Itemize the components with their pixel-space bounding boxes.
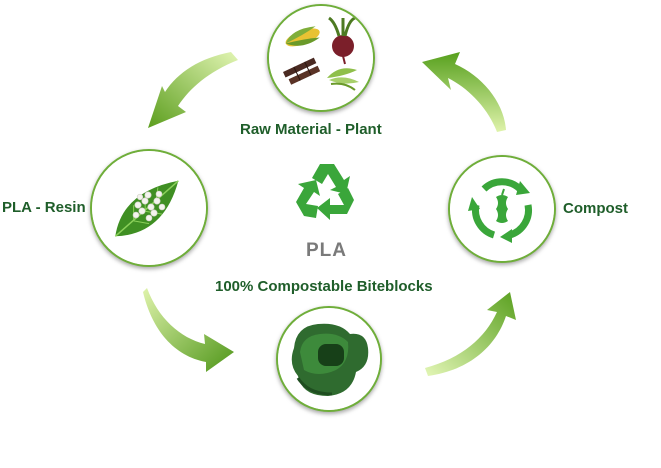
compost-label: Compost <box>563 200 628 217</box>
pla-logo-text: PLA <box>306 240 347 261</box>
pla-resin-node <box>90 149 208 267</box>
arrow-bottom-left <box>143 288 234 372</box>
arrow-top-right <box>422 52 506 132</box>
pla-resin-label: PLA - Resin <box>2 199 86 216</box>
arrow-top-left <box>148 52 238 128</box>
biteblock-label: 100% Compostable Biteblocks <box>215 278 433 295</box>
raw-material-node <box>267 4 375 112</box>
raw-material-label: Raw Material - Plant <box>240 121 382 138</box>
compost-recycle-icon <box>450 157 554 261</box>
biteblock-node <box>276 306 382 412</box>
compost-node <box>448 155 556 263</box>
biteblock-icon <box>278 308 380 410</box>
recycle-icon <box>296 164 354 220</box>
arrow-bottom-right <box>425 292 516 376</box>
leaf-resin-icon <box>92 151 206 265</box>
plants-icon <box>269 6 373 110</box>
